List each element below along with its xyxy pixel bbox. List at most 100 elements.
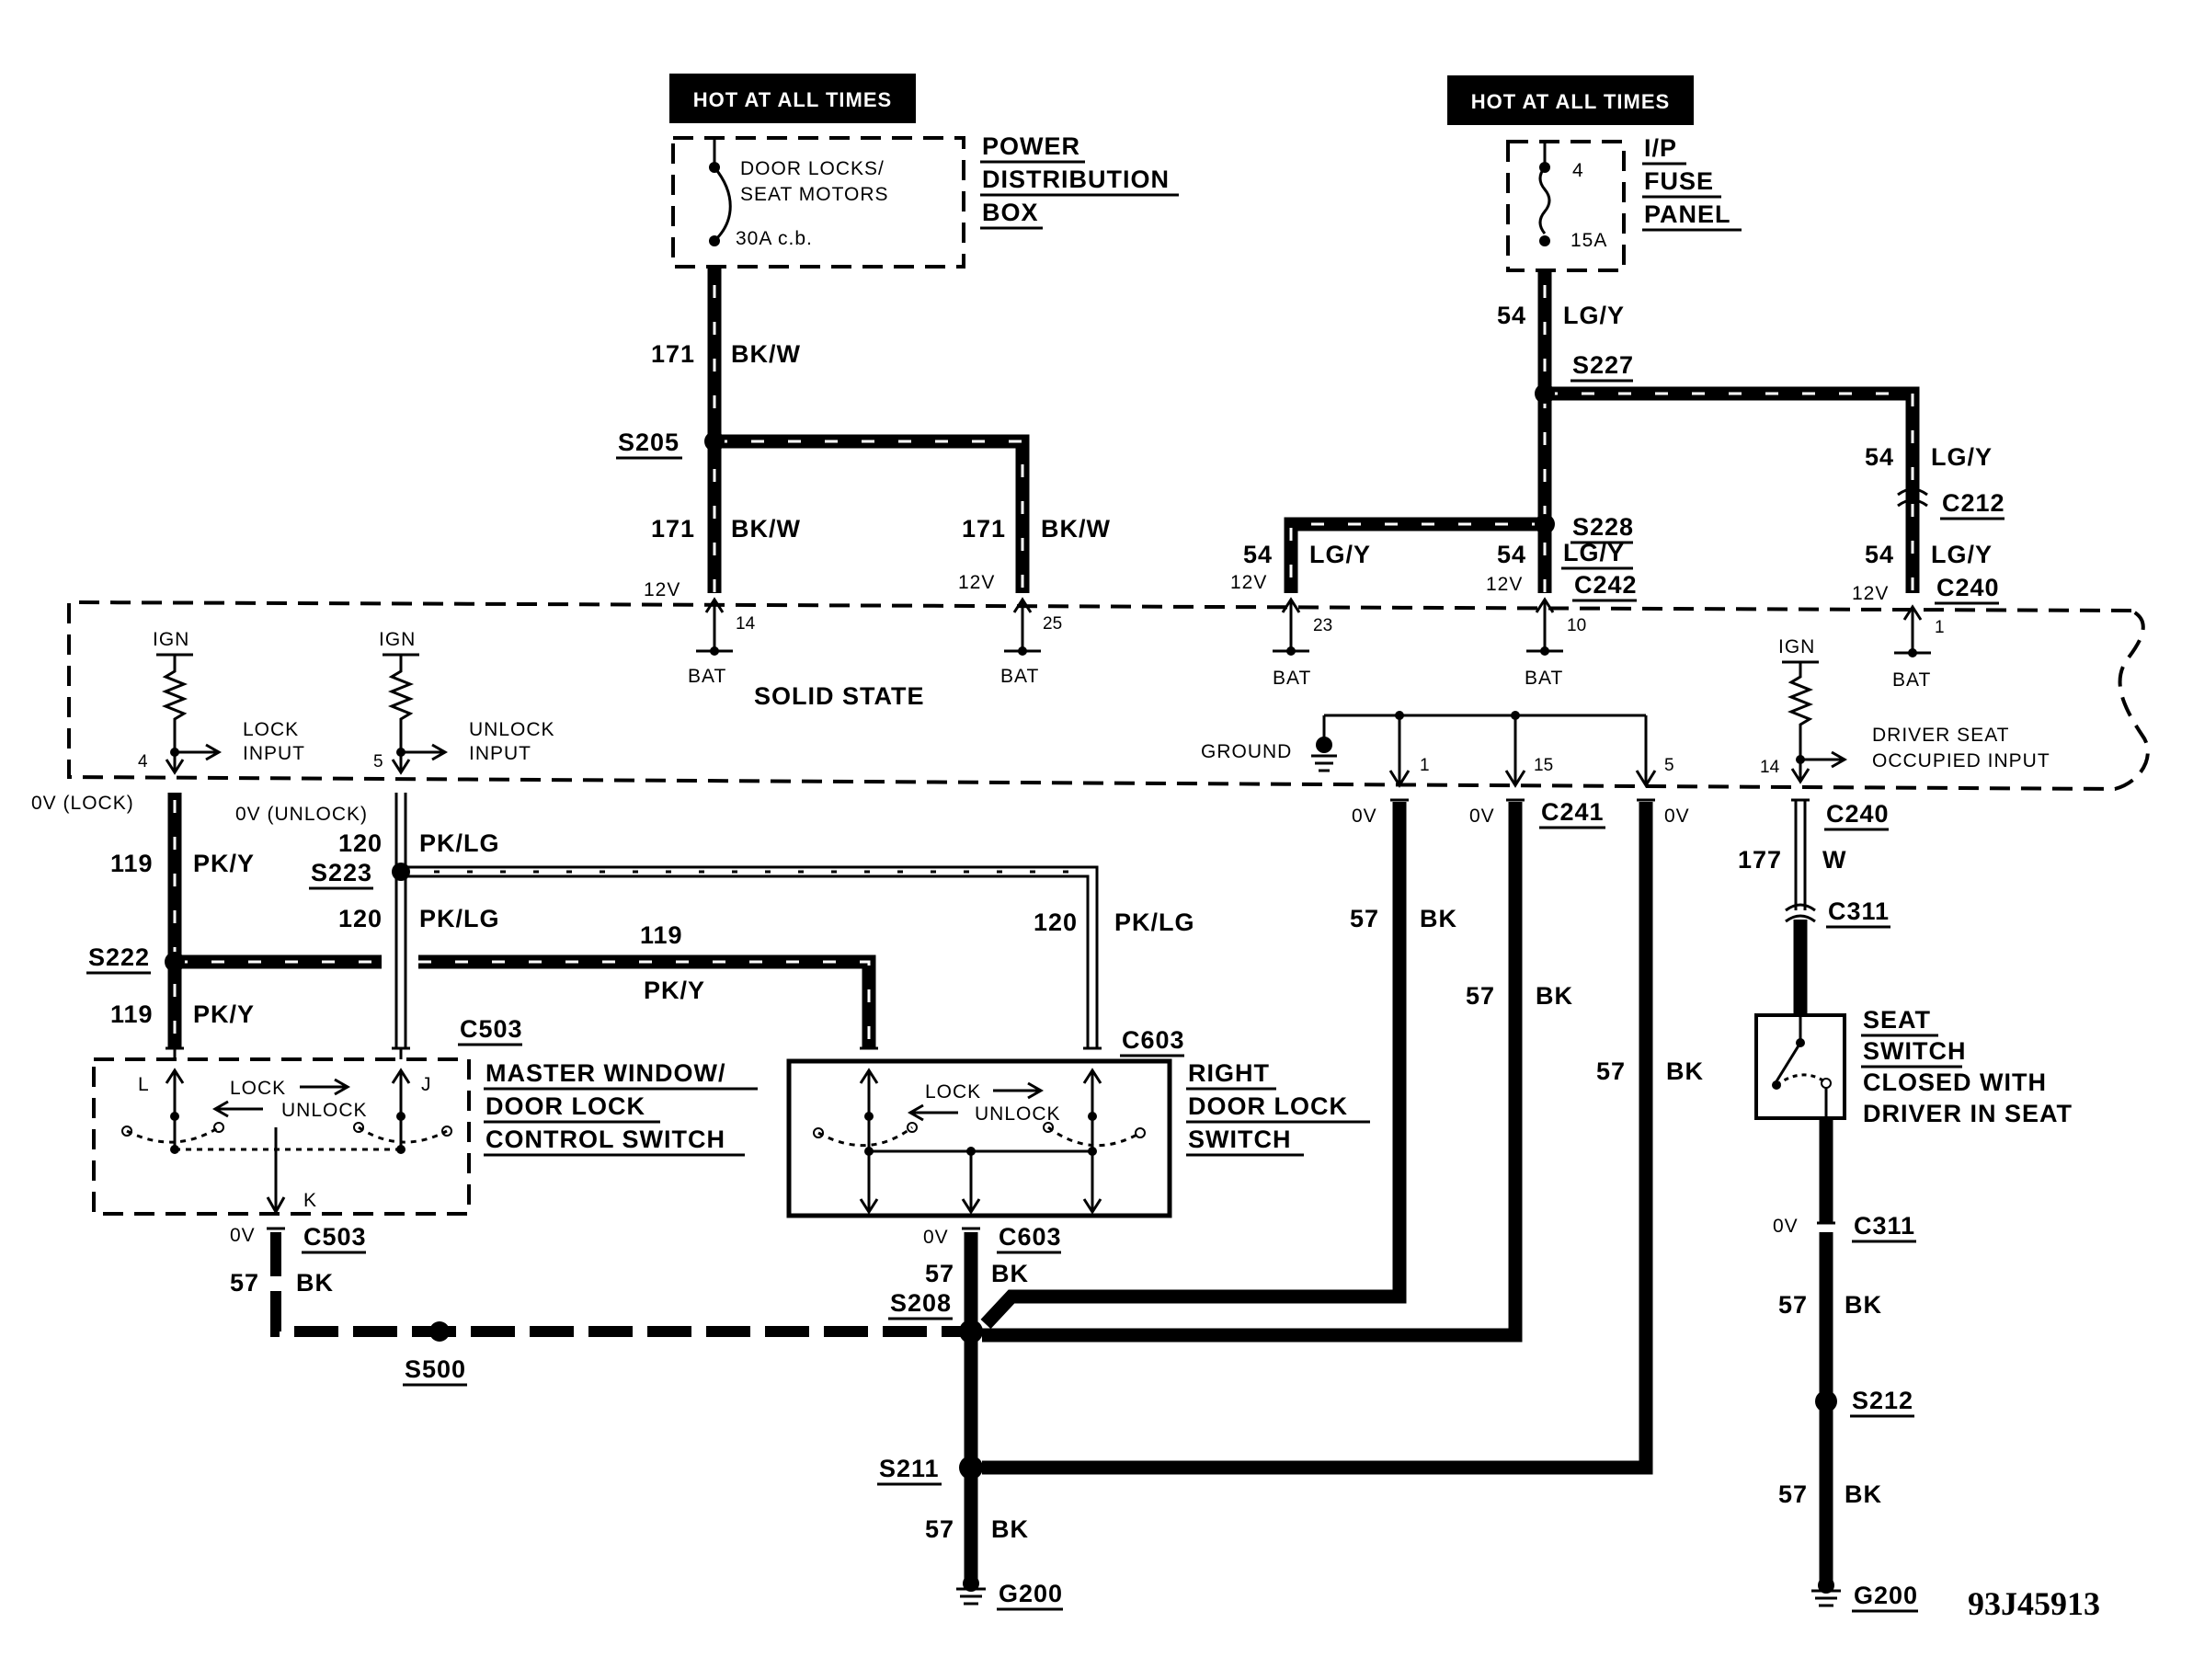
svg-text:1: 1 (1935, 618, 1945, 637)
svg-text:LG/Y: LG/Y (1931, 443, 1993, 471)
svg-text:12V: 12V (1852, 583, 1889, 604)
svg-text:12V: 12V (1486, 574, 1523, 595)
hot-at-all-times-right: HOT AT ALL TIMES (1447, 75, 1694, 125)
svg-text:BK/W: BK/W (731, 340, 801, 368)
svg-text:54: 54 (1243, 541, 1273, 568)
circuit-177-w-seat: C240 177 W C311 SEAT SWITCH CLOSED WITH … (1738, 798, 2073, 1613)
svg-text:C242: C242 (1574, 571, 1638, 599)
svg-text:BK/W: BK/W (731, 515, 801, 543)
svg-text:0V: 0V (1352, 806, 1377, 827)
svg-text:K: K (303, 1190, 317, 1211)
svg-text:177: 177 (1738, 846, 1782, 874)
svg-text:54: 54 (1865, 541, 1894, 568)
svg-text:C212: C212 (1942, 489, 2005, 517)
circuit-120-pklg: 0V (UNLOCK) 120 PK/LG S223 120 PK/LG 120… (235, 793, 1195, 1048)
svg-text:5: 5 (1664, 756, 1674, 775)
svg-text:BAT: BAT (1273, 668, 1311, 689)
svg-text:SOLID STATE: SOLID STATE (754, 682, 925, 710)
circuit-54-lgy: 54 LG/Y S227 54 LG/Y C212 54 LG/Y C240 5… (1243, 270, 2005, 605)
svg-text:57: 57 (230, 1269, 259, 1297)
svg-text:S500: S500 (405, 1355, 466, 1383)
svg-text:119: 119 (110, 850, 154, 877)
svg-text:S227: S227 (1572, 351, 1634, 379)
svg-text:C311: C311 (1828, 897, 1890, 925)
svg-text:BK: BK (1845, 1291, 1882, 1319)
svg-text:IGN: IGN (153, 629, 189, 650)
svg-text:PK/LG: PK/LG (419, 905, 500, 932)
svg-text:LG/Y: LG/Y (1563, 302, 1625, 329)
circuit-171-bkw: 171 BK/W 171 BK/W 171 BK/W S205 (616, 267, 1111, 593)
svg-text:0V: 0V (230, 1225, 256, 1246)
figure-id: 93J45913 (1968, 1585, 2100, 1622)
svg-text:12V: 12V (1230, 572, 1267, 593)
svg-text:INPUT: INPUT (469, 743, 531, 764)
svg-text:120: 120 (338, 829, 383, 857)
svg-text:POWER: POWER (982, 132, 1080, 160)
svg-text:DOOR LOCK: DOOR LOCK (1188, 1092, 1348, 1120)
svg-text:DRIVER IN SEAT: DRIVER IN SEAT (1863, 1100, 2073, 1127)
svg-text:BAT: BAT (1000, 666, 1039, 687)
svg-text:DOOR LOCKS/: DOOR LOCKS/ (740, 158, 885, 179)
svg-text:BK/W: BK/W (1041, 515, 1111, 543)
svg-text:GROUND: GROUND (1201, 741, 1292, 762)
svg-text:119: 119 (110, 1000, 154, 1028)
svg-text:IGN: IGN (379, 629, 416, 650)
svg-text:CONTROL SWITCH: CONTROL SWITCH (485, 1126, 725, 1153)
ip-fuse-panel: 4 15A I/P FUSE PANEL (1506, 134, 1742, 272)
svg-text:171: 171 (651, 340, 695, 368)
svg-text:BK: BK (991, 1515, 1029, 1543)
module-ground-bus: GROUND 1 15 5 (1201, 711, 1674, 788)
svg-text:BK: BK (1845, 1480, 1882, 1508)
svg-text:SEAT: SEAT (1863, 1006, 1931, 1034)
svg-text:BAT: BAT (1892, 669, 1931, 691)
svg-text:BAT: BAT (1525, 668, 1563, 689)
svg-text:PK/LG: PK/LG (419, 829, 500, 857)
svg-text:BOX: BOX (982, 199, 1039, 226)
svg-text:BK: BK (991, 1260, 1029, 1287)
svg-text:120: 120 (1034, 909, 1078, 936)
svg-text:0V (UNLOCK): 0V (UNLOCK) (235, 804, 368, 825)
svg-text:UNLOCK: UNLOCK (975, 1103, 1061, 1125)
svg-text:4: 4 (1572, 160, 1584, 181)
svg-text:G200: G200 (999, 1580, 1063, 1607)
svg-text:DRIVER SEAT: DRIVER SEAT (1872, 725, 2009, 746)
bat-pin-1: 1 BAT (1892, 604, 1945, 691)
svg-text:BK: BK (296, 1269, 334, 1297)
svg-text:PK/LG: PK/LG (1114, 909, 1195, 936)
lock-input: IGN LOCK INPUT 4 (138, 629, 304, 775)
right-door-lock-switch: C603 LOCK UNLOCK RIGHT DOOR LOCK SWITCH (786, 1026, 1370, 1218)
svg-text:LOCK: LOCK (243, 719, 299, 740)
svg-text:I/P: I/P (1644, 134, 1677, 162)
circuit-119-pky: 0V (LOCK) 119 PK/Y S222 119 PK/Y 119 PK/… (31, 793, 876, 1048)
svg-text:BK: BK (1666, 1057, 1704, 1085)
svg-text:5: 5 (373, 752, 383, 771)
svg-text:15: 15 (1534, 756, 1553, 775)
svg-text:S211: S211 (879, 1455, 940, 1482)
svg-text:10: 10 (1567, 616, 1586, 635)
bat-pin-23: 23 BAT (1273, 597, 1332, 689)
svg-text:0V: 0V (1773, 1216, 1799, 1237)
hot-at-all-times-left: HOT AT ALL TIMES (669, 74, 916, 123)
svg-text:CLOSED WITH: CLOSED WITH (1863, 1069, 2047, 1096)
svg-text:BAT: BAT (688, 666, 726, 687)
power-distribution-box: DOOR LOCKS/ SEAT MOTORS 30A c.b. POWER D… (671, 132, 1179, 269)
svg-text:PK/Y: PK/Y (193, 850, 255, 877)
svg-text:171: 171 (962, 515, 1006, 543)
svg-text:S223: S223 (311, 859, 372, 886)
svg-text:IGN: IGN (1778, 636, 1815, 657)
svg-text:C603: C603 (999, 1223, 1062, 1251)
driver-seat-occupied-input: IGN DRIVER SEAT OCCUPIED INPUT 14 (1760, 636, 2050, 784)
svg-text:HOT AT ALL TIMES: HOT AT ALL TIMES (693, 88, 892, 111)
svg-text:12V: 12V (644, 579, 680, 600)
svg-text:57: 57 (1778, 1480, 1808, 1508)
svg-text:OCCUPIED INPUT: OCCUPIED INPUT (1872, 750, 2050, 771)
svg-text:RIGHT: RIGHT (1188, 1059, 1270, 1087)
svg-text:171: 171 (651, 515, 695, 543)
solid-state-module: SOLID STATE 12V 12V 12V 12V 12V 14 BAT 2… (67, 572, 2150, 792)
bat-pin-10: 10 BAT (1525, 597, 1586, 689)
svg-text:C311: C311 (1854, 1212, 1915, 1240)
svg-text:C241: C241 (1541, 798, 1605, 826)
svg-text:HOT AT ALL TIMES: HOT AT ALL TIMES (1471, 90, 1670, 113)
svg-text:1: 1 (1420, 756, 1430, 775)
